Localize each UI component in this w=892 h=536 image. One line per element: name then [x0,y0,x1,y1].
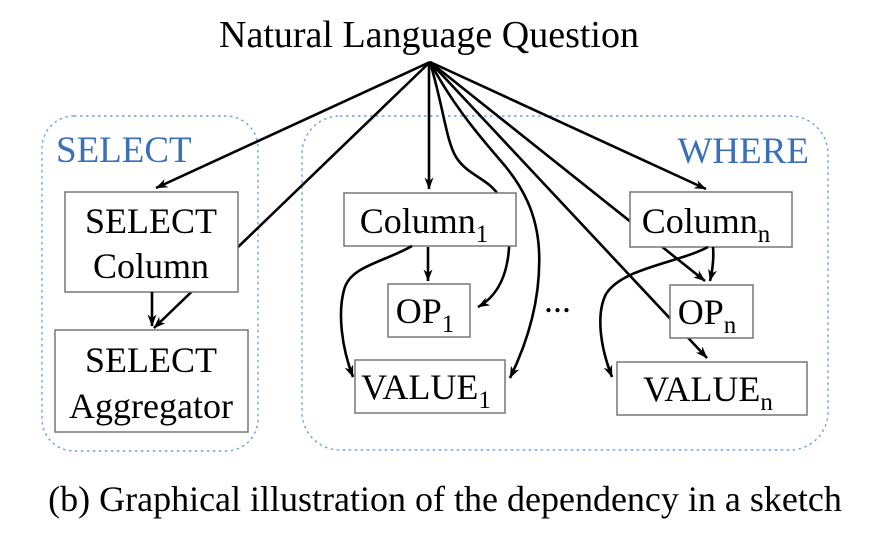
arrow-column-n-to-value-n [599,245,709,378]
label-column-n-sub: n [758,221,771,248]
label-op-n: OPn [678,292,737,339]
node-boxes [54,191,808,433]
label-op-n-sub: n [724,312,737,339]
label-column-1-sub: 1 [476,221,489,248]
label-value-n-base: VALUE [643,369,760,409]
arrow-question-to-op-1 [428,61,511,309]
label-column-1-base: Column [360,201,476,241]
label-select-column-line1: SELECT [85,201,217,241]
where-group-label: WHERE [677,131,809,172]
label-value-1: VALUE1 [361,367,491,414]
ellipsis-dots: ... [544,280,571,320]
label-op-n-base: OP [678,292,724,332]
arrow-question-to-value-n [429,61,708,359]
arrow-column-1-to-value-1 [339,244,413,378]
node-value-1 [354,359,506,414]
select-group-container [41,115,259,452]
arrow-column-n-to-op-n [708,246,717,282]
label-column-n-base: Column [642,201,758,241]
label-column-1: Column1 [360,201,489,248]
figure-title: Natural Language Question [219,14,639,56]
label-select-aggregator-line1: SELECT [85,340,217,380]
label-op-1: OP1 [396,291,455,338]
node-column-n [629,191,793,248]
label-op-1-base: OP [396,291,442,331]
label-select-aggregator-line2: Aggregator [69,386,233,426]
node-column-1 [343,192,517,247]
label-select-column-line2: Column [93,246,209,286]
label-column-n: Columnn [642,201,771,248]
arrow-question-to-select-column [155,60,431,190]
node-labels: SELECT Column SELECT Aggregator Column1 … [69,201,773,426]
label-op-1-sub: 1 [442,311,455,338]
arrow-question-to-value-1 [428,61,541,379]
node-select-aggregator [54,329,249,433]
label-value-n-sub: n [760,389,773,416]
node-select-column [64,191,239,293]
label-value-1-sub: 1 [478,387,491,414]
arrow-question-to-column-n [429,60,707,191]
select-group-label: SELECT [56,130,192,171]
arrows-front [147,60,717,379]
label-value-1-base: VALUE [361,367,478,407]
node-op-n [669,284,754,339]
where-group-container [301,115,829,451]
node-value-n [616,361,808,416]
figure-caption: (b) Graphical illustration of the depend… [48,479,842,519]
node-op-1 [387,283,471,338]
label-value-n: VALUEn [643,369,773,416]
